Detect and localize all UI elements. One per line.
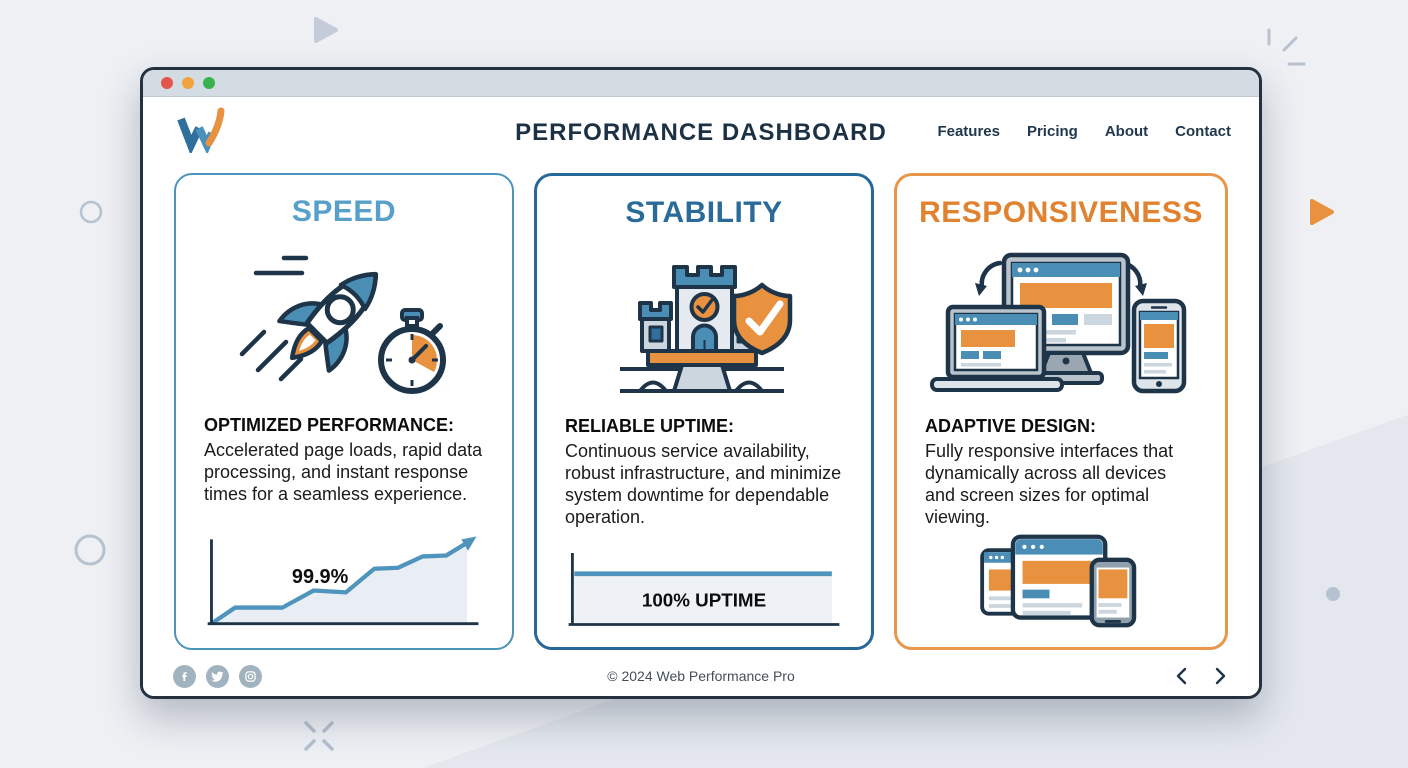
uptime-bar-chart: 100% UPTIME [537,539,871,647]
window-titlebar [143,70,1259,97]
copyright-text: © 2024 Web Performance Pro [607,668,795,684]
card-speed-body: Accelerated page loads, rapid data proce… [204,440,483,505]
main-nav: Features Pricing About Contact [937,123,1231,140]
gray-dot-icon [1326,587,1340,601]
nav-link-contact[interactable]: Contact [1175,123,1231,140]
card-stability-title: STABILITY [625,196,783,229]
page-title: PERFORMANCE DASHBOARD [515,119,887,146]
pager [1173,666,1229,686]
brand-logo-w-icon[interactable] [175,107,227,153]
collapse-x-icon [304,721,334,751]
nav-link-features[interactable]: Features [937,123,1000,140]
card-speed-text: OPTIMIZED PERFORMANCE: Accelerated page … [176,415,512,505]
chevron-left-icon[interactable] [1173,666,1191,686]
browser-window: PERFORMANCE DASHBOARD Features Pricing A… [140,67,1262,699]
uptime-metric-label: 100% UPTIME [642,590,766,611]
card-responsiveness-body: Fully responsive interfaces that dynamic… [925,441,1174,528]
chevron-right-icon[interactable] [1211,666,1229,686]
orange-play-triangle-icon [1310,199,1334,225]
castle-shield-icon [537,232,871,412]
close-window-button[interactable] [161,77,173,89]
minimize-window-button[interactable] [182,77,194,89]
social-links [173,664,262,688]
ring-circle-small-icon [79,200,103,224]
facebook-icon[interactable] [173,664,196,688]
page-content: PERFORMANCE DASHBOARD Features Pricing A… [143,97,1259,696]
card-responsiveness-text: ADAPTIVE DESIGN: Fully responsive interf… [897,416,1225,529]
card-responsiveness-title: RESPONSIVENESS [919,196,1203,229]
rocket-stopwatch-icon [176,231,512,411]
card-stability-body: Continuous service availability, robust … [565,441,842,528]
speed-trend-chart: 99.9% [176,532,512,648]
responsive-devices-icon [897,232,1225,412]
mini-devices-icon [897,531,1225,647]
twitter-icon[interactable] [206,664,229,688]
site-header: PERFORMANCE DASHBOARD Features Pricing A… [143,97,1259,173]
site-footer: © 2024 Web Performance Pro [143,651,1259,696]
instagram-icon[interactable] [239,664,262,688]
speed-metric-label: 99.9% [292,566,349,588]
card-stability-text: RELIABLE UPTIME: Continuous service avai… [537,416,871,529]
nav-link-about[interactable]: About [1104,123,1149,140]
feature-cards: SPEED [174,173,1228,651]
play-triangle-icon [314,17,338,43]
card-responsiveness: RESPONSIVENESS [894,173,1228,650]
ring-circle-large-icon [74,534,106,566]
card-responsiveness-heading: ADAPTIVE DESIGN: [925,416,1097,436]
card-speed: SPEED [174,173,514,650]
card-stability-heading: RELIABLE UPTIME: [565,416,734,436]
sparkle-lines-icon [1267,28,1306,66]
zoom-window-button[interactable] [203,77,215,89]
card-speed-heading: OPTIMIZED PERFORMANCE: [204,415,454,435]
card-stability: STABILITY [534,173,874,650]
nav-link-pricing[interactable]: Pricing [1026,123,1078,140]
card-speed-title: SPEED [291,195,397,228]
